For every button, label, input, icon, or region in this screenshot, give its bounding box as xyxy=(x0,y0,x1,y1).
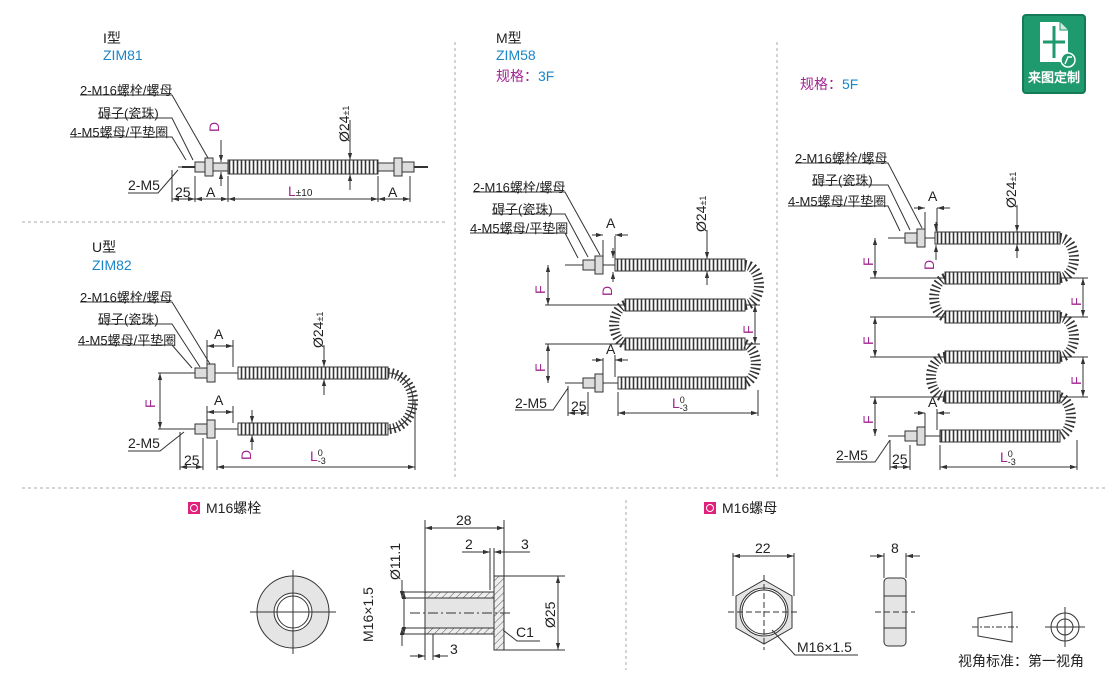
m5-dim-25: 25 xyxy=(892,451,908,467)
bolt-section-title: M16螺栓 xyxy=(188,498,261,518)
bolt-front-view xyxy=(250,570,336,654)
m3-dim-25: 25 xyxy=(571,398,587,414)
custom-drawing-label: 来图定制 xyxy=(1027,70,1080,85)
m5-dim-a-bottom: A xyxy=(928,394,938,410)
nut-section-title: M16螺母 xyxy=(704,498,777,518)
bolt-dim-outer-dia: Ø25 xyxy=(542,601,558,628)
u-dim-a-top: A xyxy=(214,326,224,342)
m5-dim-l: L0-3 xyxy=(1000,448,1016,467)
i-callout-bolt-nut: 2-M16螺栓/螺母 xyxy=(80,83,173,98)
u-dim-d: D xyxy=(238,449,254,460)
i-dim-l: L±10 xyxy=(288,183,313,199)
m5-callout-m5-terminal: 2-M5 xyxy=(836,447,868,463)
i-type-heater xyxy=(70,94,428,202)
m5-dim-f-1: F xyxy=(860,257,876,266)
u-callout-m5-nut: 4-M5螺母/平垫圈 xyxy=(78,333,177,348)
u-type-heater xyxy=(78,301,418,470)
projection-symbol xyxy=(972,607,1085,647)
m3-callout-m5-terminal: 2-M5 xyxy=(515,395,547,411)
m-type-model: ZIM58 xyxy=(496,47,536,63)
m3-dim-l: L0-3 xyxy=(672,394,688,413)
section-marker-icon xyxy=(704,502,716,514)
m5-callout-bolt-nut: 2-M16螺栓/螺母 xyxy=(795,151,888,166)
bolt-dim-3-top: 3 xyxy=(521,536,529,552)
nut-front-view xyxy=(728,553,858,656)
m3-dim-dia: Ø24±1 xyxy=(693,195,709,232)
m5-callout-m5-nut: 4-M5螺母/平垫圈 xyxy=(788,194,887,209)
m5-dim-f-3: F xyxy=(860,415,876,424)
u-callout-bolt-nut: 2-M16螺栓/螺母 xyxy=(80,290,173,305)
custom-drawing-icon xyxy=(1040,22,1076,68)
m5-dim-a-top: A xyxy=(928,188,938,204)
bolt-dim-3-bottom: 3 xyxy=(450,641,458,657)
separators xyxy=(22,42,1105,670)
m5-dim-f-2: F xyxy=(860,336,876,345)
m5-dim-dia: Ø24±1 xyxy=(1003,171,1019,208)
section-marker-icon xyxy=(188,502,200,514)
custom-drawing-badge[interactable]: 来图定制 xyxy=(1022,14,1086,94)
i-type-label: I型 xyxy=(103,30,121,46)
m3-dim-f-3: F xyxy=(740,325,756,334)
m-type-label: M型 xyxy=(496,30,522,46)
bolt-dim-chamfer: C1 xyxy=(516,624,534,640)
u-callout-ceramic: 碍子(瓷珠) xyxy=(98,312,159,327)
m3-dim-f-2: F xyxy=(532,363,548,372)
m5f-heater xyxy=(788,162,1088,470)
bolt-dim-2: 2 xyxy=(465,536,473,552)
u-dim-25: 25 xyxy=(184,452,200,468)
m3-callout-bolt-nut: 2-M16螺栓/螺母 xyxy=(473,180,566,195)
m5-dim-f-5: F xyxy=(1068,376,1084,385)
u-dim-f: F xyxy=(142,399,158,408)
i-callout-m5-nut: 4-M5螺母/平垫圈 xyxy=(70,125,169,140)
i-dim-dia: Ø24±1 xyxy=(336,105,352,142)
m3-callout-m5-nut: 4-M5螺母/平垫圈 xyxy=(470,221,569,236)
u-type-model: ZIM82 xyxy=(92,257,132,273)
i-dim-d: D xyxy=(206,121,222,132)
u-type-label: U型 xyxy=(92,239,117,255)
projection-label: 视角标准：第一视角 xyxy=(958,653,1084,669)
m3-dim-a-top: A xyxy=(606,215,616,231)
m-type-spec: 规格：3F xyxy=(496,68,555,84)
m5-dim-d: D xyxy=(921,259,937,270)
m5-dim-f-4: F xyxy=(1068,297,1084,306)
m3-dim-f-1: F xyxy=(532,285,548,294)
nut-dim-thickness: 8 xyxy=(891,540,899,556)
nut-dim-width: 22 xyxy=(755,540,771,556)
nut-dim-thread: M16×1.5 xyxy=(797,639,852,655)
m3f-heater xyxy=(470,191,764,416)
i-callout-ceramic: 碍子(瓷珠) xyxy=(98,106,159,121)
bolt-side-view xyxy=(399,520,565,660)
bolt-dim-inner-dia: Ø11.1 xyxy=(387,542,403,580)
i-callout-m5-terminal: 2-M5 xyxy=(128,177,160,193)
m5-type-spec: 规格：5F xyxy=(800,76,859,92)
u-dim-l: L0-3 xyxy=(310,447,326,466)
u-dim-dia: Ø24±1 xyxy=(310,311,326,348)
m3-dim-d: D xyxy=(599,285,615,296)
m3-dim-a-bottom: A xyxy=(606,341,616,357)
bolt-dim-length: 28 xyxy=(456,512,472,528)
i-dim-a-left: A xyxy=(206,184,216,200)
u-dim-a-bottom: A xyxy=(214,392,224,408)
i-type-model: ZIM81 xyxy=(103,47,143,63)
i-dim-25: 25 xyxy=(175,184,191,200)
bolt-dim-thread: M16×1.5 xyxy=(360,587,376,642)
nut-side-view xyxy=(870,553,920,647)
m5-callout-ceramic: 碍子(瓷珠) xyxy=(812,173,873,188)
i-dim-a-right: A xyxy=(388,184,398,200)
m3-callout-ceramic: 碍子(瓷珠) xyxy=(492,202,553,217)
u-callout-m5-terminal: 2-M5 xyxy=(128,435,160,451)
